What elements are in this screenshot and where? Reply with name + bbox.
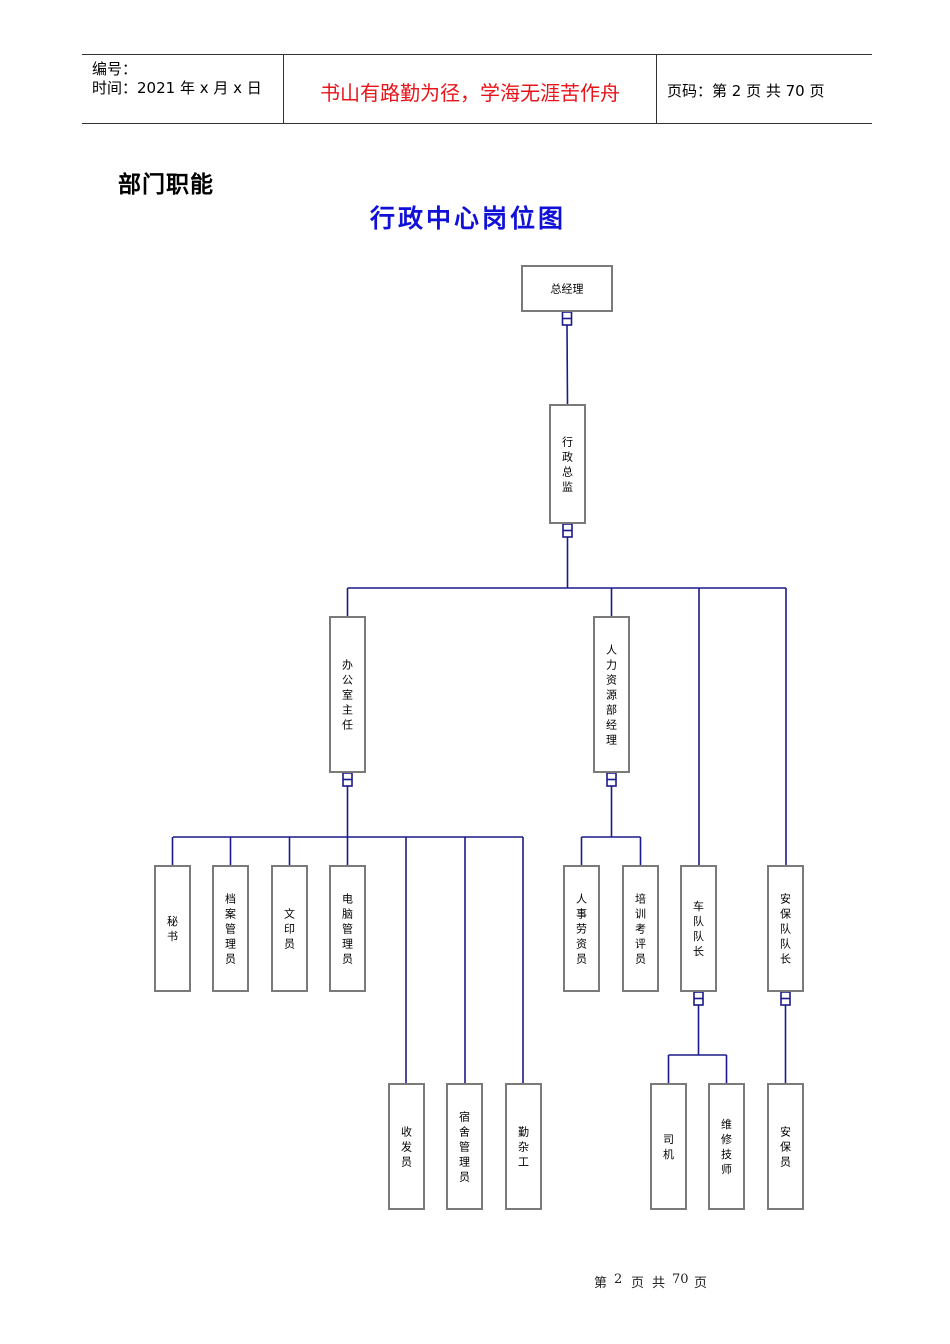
org-node-trainer xyxy=(622,865,659,992)
org-node-label: 宿舍管理员 xyxy=(459,1110,470,1184)
org-node-label: 司机 xyxy=(663,1133,674,1161)
org-node-archivist xyxy=(212,865,249,992)
chart-title: 行政中心岗位图 xyxy=(370,204,567,233)
footer-gong: 共 xyxy=(652,1276,666,1291)
connector-line xyxy=(566,324,569,406)
header-table: 编号： 时间：2021 年 x 月 x 日 书山有路勤为径，学海无涯苦作舟 页码… xyxy=(82,54,872,124)
org-node-security-captain xyxy=(767,865,804,992)
org-node-gm xyxy=(521,265,613,312)
org-node-label: 秘书 xyxy=(167,914,178,943)
org-node-label: 电脑管理员 xyxy=(342,893,353,966)
header-left-cell: 编号： 时间：2021 年 x 月 x 日 xyxy=(82,55,282,123)
org-node-mail-clerk xyxy=(388,1083,425,1210)
org-node-label: 勤杂工 xyxy=(518,1126,529,1169)
org-node-driver xyxy=(650,1083,687,1210)
org-node-label: 安保员 xyxy=(780,1125,791,1169)
org-node-label: 档案管理员 xyxy=(225,892,236,966)
org-node-admin-director xyxy=(549,404,586,524)
org-node-clerk xyxy=(271,865,308,992)
org-node-label: 总经理 xyxy=(551,282,584,296)
org-node-office-director xyxy=(329,616,366,773)
header-right-cell: 页码：第 2 页 共 70 页 xyxy=(657,55,872,123)
footer-di: 第 xyxy=(594,1276,608,1291)
header-mid-cell: 书山有路勤为径，学海无涯苦作舟 xyxy=(283,55,657,123)
org-node-fleet-captain xyxy=(680,865,717,992)
org-node-hr-manager xyxy=(593,616,630,773)
org-node-label: 收发员 xyxy=(401,1125,412,1169)
org-node-label: 办公室主任 xyxy=(342,659,353,732)
footer-ye2: 页 xyxy=(694,1276,708,1291)
org-node-dorm-manager xyxy=(446,1083,483,1210)
footer-ye: 页 xyxy=(631,1276,645,1291)
section-title: 部门职能 xyxy=(118,172,214,198)
org-node-secretary xyxy=(154,865,191,992)
document-time: 时间：2021 年 x 月 x 日 xyxy=(92,79,262,97)
org-node-label: 人力资源部经理 xyxy=(606,644,617,747)
org-node-it-admin xyxy=(329,865,366,992)
org-node-label: 文印员 xyxy=(284,907,295,951)
org-node-label: 维修技师 xyxy=(721,1118,732,1176)
page-info: 页码：第 2 页 共 70 页 xyxy=(667,82,825,100)
footer-total-pages: 70 xyxy=(672,1272,689,1287)
motto: 书山有路勤为径，学海无涯苦作舟 xyxy=(320,81,620,105)
org-node-label: 培训考评员 xyxy=(635,892,646,966)
org-node-technician xyxy=(708,1083,745,1210)
org-node-label: 行政总监 xyxy=(562,436,573,494)
org-node-handyman xyxy=(505,1083,542,1210)
document-number-label: 编号： xyxy=(92,60,138,78)
org-node-label: 安保队队长 xyxy=(780,892,791,966)
org-node-label: 人事劳资员 xyxy=(576,893,587,966)
org-node-label: 车队队长 xyxy=(693,899,704,958)
footer-page-number: 2 xyxy=(614,1272,623,1287)
org-node-hr-payroll xyxy=(563,865,600,992)
org-node-guard xyxy=(767,1083,804,1210)
